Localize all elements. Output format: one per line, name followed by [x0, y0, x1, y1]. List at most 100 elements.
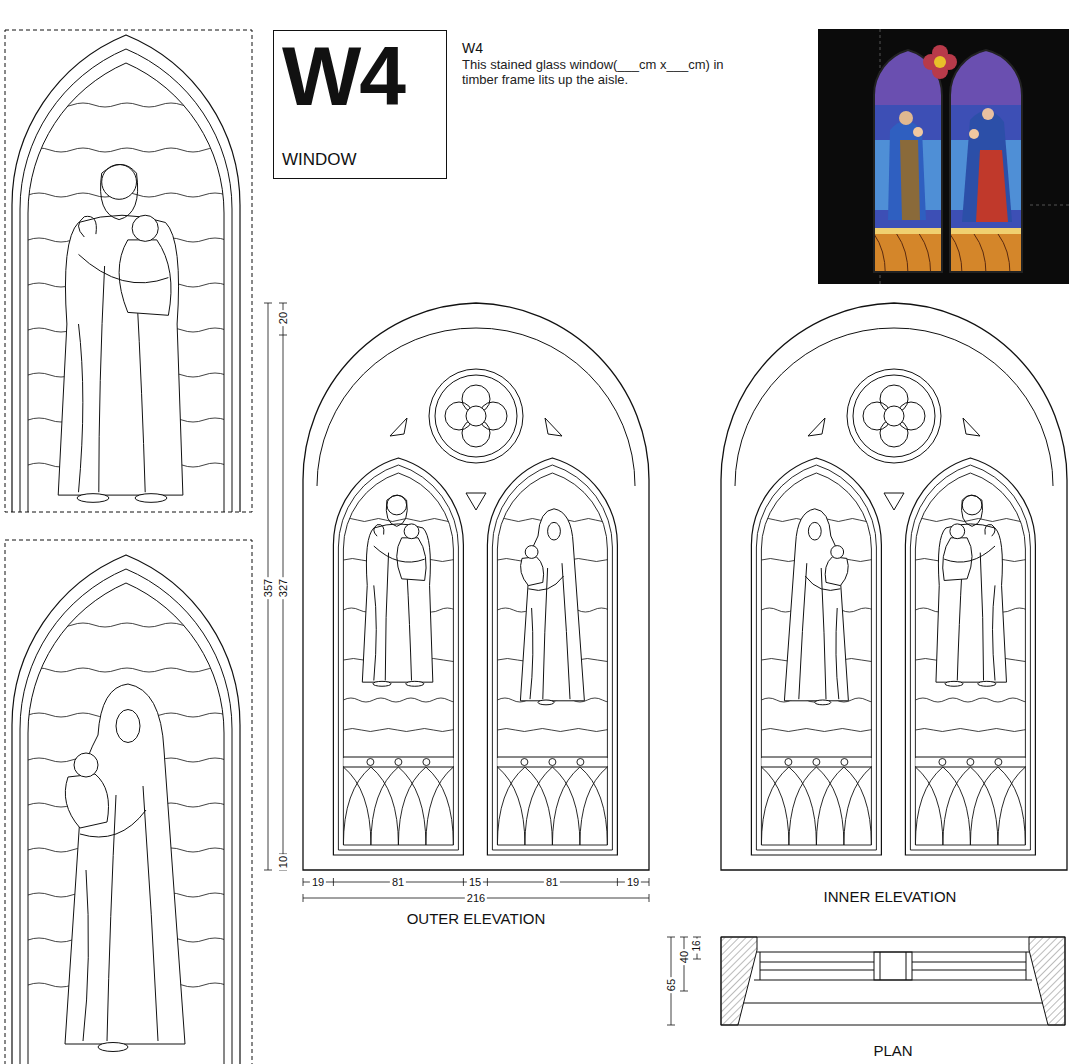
line-art — [874, 228, 942, 234]
saint-figure — [936, 495, 1007, 686]
line-art — [303, 878, 304, 886]
line-art — [77, 494, 109, 503]
line-art — [316, 767, 344, 845]
line-art — [116, 710, 140, 743]
line-art — [264, 303, 272, 304]
cloud-line — [28, 623, 226, 627]
line-art — [950, 228, 1022, 234]
line-art — [132, 215, 158, 241]
tracery-light — [466, 493, 486, 510]
cloud-line — [28, 103, 226, 107]
line-art — [962, 110, 1012, 222]
line-art — [367, 759, 374, 766]
line-art — [398, 767, 426, 845]
line-art — [528, 576, 563, 590]
line-art — [998, 767, 1026, 845]
stained-glass — [316, 495, 481, 845]
line-art — [1025, 767, 1053, 845]
view-title: PLAN — [871, 1043, 914, 1058]
dimension: 20 — [278, 310, 289, 326]
line-art — [950, 50, 1022, 272]
panel-border — [5, 30, 252, 512]
line-art — [28, 103, 226, 502]
line-art — [693, 959, 701, 960]
line-art — [1030, 205, 1069, 206]
dimension-line — [264, 303, 701, 1025]
line-art — [649, 878, 650, 886]
line-art — [897, 234, 908, 274]
line-art — [12, 35, 240, 522]
line-art — [912, 970, 1026, 971]
line-art — [950, 524, 965, 539]
line-art — [884, 406, 904, 426]
dimension: 15 — [467, 877, 483, 888]
line-art — [386, 495, 407, 526]
line-art — [734, 767, 762, 845]
line-art — [943, 767, 971, 845]
detail-panel — [5, 540, 252, 1064]
line-art — [962, 495, 983, 526]
line-art — [538, 700, 554, 705]
line-art — [607, 767, 635, 845]
window-frame — [721, 303, 1067, 870]
line-art — [871, 767, 899, 845]
dimension: 65 — [666, 977, 677, 993]
line-art — [900, 140, 920, 220]
line-art — [453, 767, 481, 845]
line-art — [362, 524, 433, 682]
view-title: INNER ELEVATION — [822, 889, 959, 904]
line-art — [912, 962, 1026, 963]
line-art — [995, 759, 1002, 766]
line-art — [580, 767, 608, 845]
line-art — [950, 45, 1022, 105]
line-art — [12, 35, 240, 522]
sheet-code: W4 — [282, 37, 438, 117]
rose-window — [847, 369, 941, 463]
saint-figure — [362, 495, 433, 686]
line-art — [264, 870, 272, 871]
line-art — [58, 215, 183, 495]
line-art — [905, 458, 1035, 855]
line-art — [805, 576, 840, 590]
line-art — [406, 681, 424, 686]
dimension: 10 — [278, 854, 289, 870]
view-title: OUTER ELEVATION — [405, 911, 548, 926]
line-art — [20, 49, 232, 522]
line-art — [943, 538, 972, 581]
line-art — [463, 878, 464, 886]
tracery-light — [390, 418, 407, 436]
line-art — [487, 757, 617, 758]
line-art — [426, 767, 454, 845]
title-box: W4WINDOW — [273, 30, 447, 179]
cloud-line — [915, 698, 1035, 702]
rose-window — [429, 369, 523, 463]
line-art — [874, 50, 942, 272]
dimension: 216 — [465, 893, 487, 904]
line-art — [844, 767, 872, 845]
sheet-code: W4 — [462, 41, 483, 55]
line-art — [12, 555, 240, 1064]
window-elevation — [303, 303, 649, 870]
stained-glass — [470, 509, 635, 845]
line-art — [521, 557, 544, 586]
line-art — [520, 509, 584, 701]
line-art — [944, 546, 995, 562]
line-art — [79, 216, 97, 237]
line-art — [135, 494, 167, 503]
line-art — [874, 45, 942, 275]
line-art — [915, 767, 943, 845]
line-art — [813, 759, 820, 766]
cloud-line — [915, 519, 1027, 522]
line-art — [874, 952, 912, 980]
saint-figure — [58, 165, 183, 503]
line-art — [950, 45, 1022, 275]
line-art — [680, 991, 688, 992]
line-art — [492, 465, 612, 850]
line-art — [970, 767, 998, 845]
line-art — [693, 937, 701, 938]
line-art — [667, 1025, 675, 1026]
line-art — [397, 538, 426, 581]
line-art — [784, 509, 848, 701]
tracery-light — [808, 418, 825, 436]
